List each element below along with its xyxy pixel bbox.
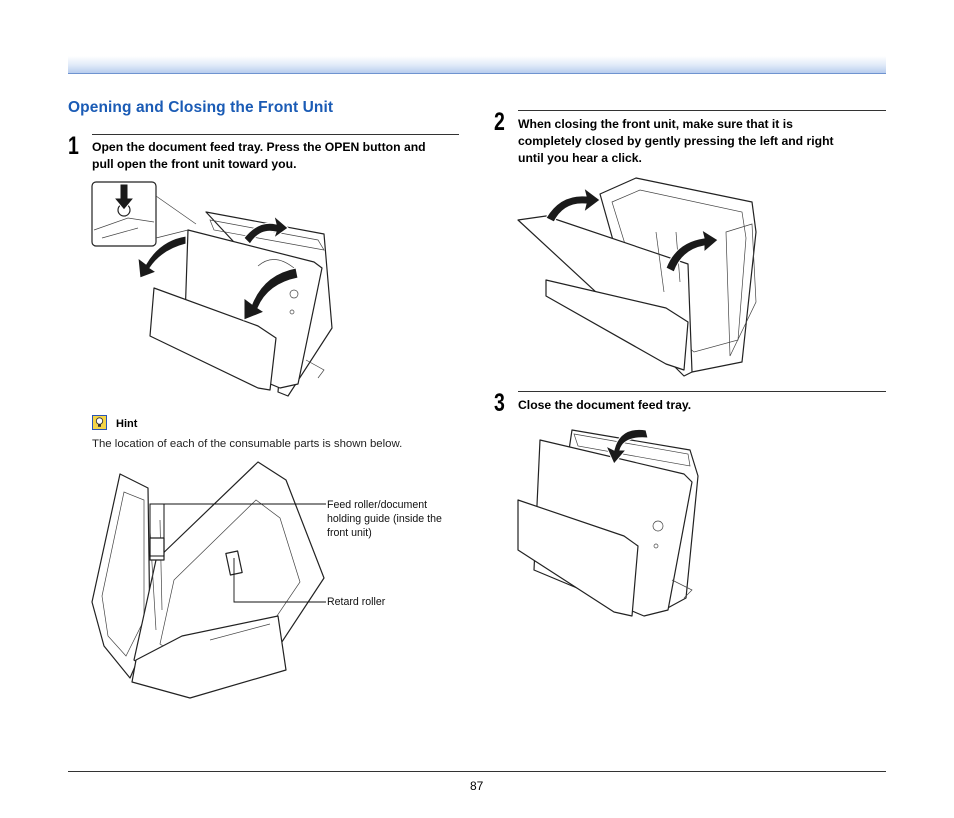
page-number: 87: [470, 779, 484, 793]
lightbulb-icon: [92, 415, 107, 430]
feed-roller-marker: [149, 537, 165, 561]
close-tray-arrow-icon: [604, 428, 649, 465]
step-2-number: 2: [494, 108, 505, 136]
step-2-line-3: until you hear a click.: [518, 151, 642, 165]
step-3-text: Close the document feed tray.: [518, 397, 691, 414]
retard-roller-callout: Retard roller: [327, 596, 386, 608]
footer-rule: [68, 771, 886, 772]
step-1-rule: [92, 134, 459, 135]
close-arrow-left-icon: [545, 186, 601, 223]
hint-label: Hint: [116, 418, 138, 430]
figure-consumable-parts: [91, 461, 326, 699]
step-3-rule: [518, 391, 886, 392]
header-band: [68, 56, 886, 74]
open-arrow-left-icon: [137, 235, 187, 279]
open-arrow-top-icon: [243, 214, 289, 245]
open-arrow-front-icon: [243, 267, 299, 321]
close-arrow-right-icon: [665, 228, 719, 273]
step-2-line-1: When closing the front unit, make sure t…: [518, 117, 793, 131]
feed-roller-line-1: Feed roller/document: [327, 499, 428, 511]
step-2-text: When closing the front unit, make sure t…: [518, 116, 834, 167]
figure-close-front-unit: [517, 177, 757, 377]
hint-text: The location of each of the consumable p…: [92, 438, 403, 450]
feed-roller-line-2: holding guide (inside the: [327, 513, 442, 525]
open-button-inset: [91, 181, 157, 247]
step-2-rule: [518, 110, 886, 111]
step-3-number: 3: [494, 389, 505, 417]
step-1-line-2: pull open the front unit toward you.: [92, 157, 297, 171]
step-1-line-1: Open the document feed tray. Press the O…: [92, 140, 426, 154]
figure-open-front-unit: [91, 181, 333, 397]
step-1-number: 1: [68, 132, 79, 160]
feed-roller-line-3: front unit): [327, 527, 372, 539]
press-down-arrow-icon: [112, 183, 136, 211]
figure-close-feed-tray: [517, 428, 699, 617]
step-2-line-2: completely closed by gently pressing the…: [518, 134, 834, 148]
step-3-line-1: Close the document feed tray.: [518, 398, 692, 412]
section-title: Opening and Closing the Front Unit: [68, 99, 334, 116]
feed-roller-callout: Feed roller/document holding guide (insi…: [327, 498, 442, 540]
step-1-text: Open the document feed tray. Press the O…: [92, 139, 426, 173]
